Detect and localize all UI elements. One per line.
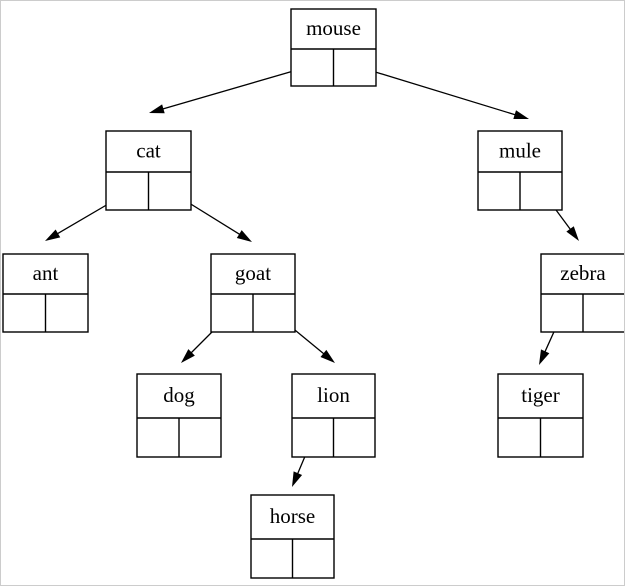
tree-node-mouse[interactable]: mouse — [290, 8, 377, 87]
node-label: tiger — [521, 383, 559, 407]
edge-arrowhead — [513, 110, 529, 120]
tree-node-zebra[interactable]: zebra — [540, 253, 625, 333]
node-label: mule — [499, 138, 541, 162]
node-label: ant — [33, 261, 59, 285]
edge-arrowhead — [566, 226, 579, 241]
edge-arrowhead — [149, 104, 165, 114]
node-label: horse — [270, 504, 316, 528]
tree-node-horse[interactable]: horse — [250, 494, 335, 579]
node-label: lion — [317, 383, 350, 407]
tree-node-cat[interactable]: cat — [105, 130, 192, 211]
edge-arrowhead — [236, 230, 252, 242]
node-label: cat — [136, 138, 161, 162]
tree-node-tiger[interactable]: tiger — [497, 373, 584, 458]
tree-node-dog[interactable]: dog — [136, 373, 222, 458]
node-label: mouse — [306, 16, 361, 40]
tree-node-goat[interactable]: goat — [210, 253, 296, 333]
node-label: dog — [163, 383, 195, 407]
tree-node-ant[interactable]: ant — [2, 253, 89, 333]
edge-arrowhead — [181, 349, 195, 363]
edge-arrowhead — [45, 229, 61, 241]
node-label: zebra — [560, 261, 606, 285]
tree-node-lion[interactable]: lion — [291, 373, 376, 458]
nodes-layer: mouse cat mule ant goat zebra dog lion tiger hors… — [2, 8, 625, 579]
tree-node-mule[interactable]: mule — [477, 130, 563, 211]
edge-arrowhead — [320, 349, 335, 363]
edge-arrowhead — [292, 471, 303, 487]
node-label: goat — [235, 261, 271, 285]
edge-arrowhead — [539, 349, 550, 365]
